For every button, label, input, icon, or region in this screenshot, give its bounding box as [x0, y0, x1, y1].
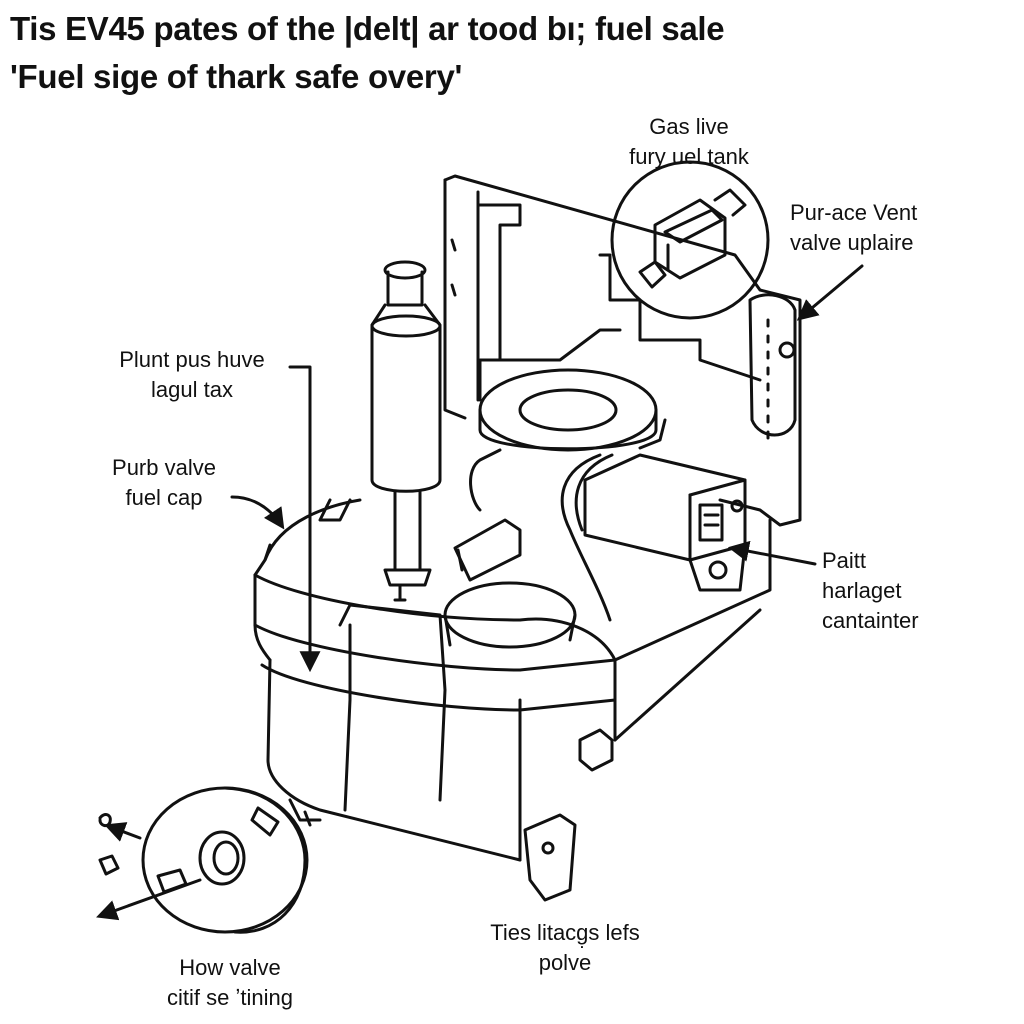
- vent-valve-zoom-circle: [610, 160, 770, 320]
- label-gas-line-l1: Gas live: [649, 114, 729, 139]
- label-purge-vent-l2: valve uplaire: [790, 230, 914, 255]
- label-plunt: Plunt pus huve lagul tax: [94, 345, 290, 405]
- leader-arrows: [96, 264, 864, 921]
- label-ties-l2: polve: [538, 950, 592, 975]
- label-ties-l1: Ties litacg̣s lefs: [490, 920, 640, 945]
- label-paitt: Paitt harlaget cantainter: [822, 546, 919, 636]
- diagram-title-line1: Tis EV45 pates of the |delt| ar tood bı;…: [10, 10, 725, 47]
- label-gas-line-l2: fury uel tank: [629, 144, 749, 169]
- diagram-title-line2: 'Fuel sige of thark safe overy': [10, 58, 463, 95]
- label-purb-valve: Purb valve fuel cap: [94, 453, 234, 513]
- label-how-valve-l1: How valve: [179, 955, 281, 980]
- back-bracket-panel: [443, 174, 802, 527]
- pump-box: [583, 453, 747, 592]
- label-paitt-l2: harlaget: [822, 578, 902, 603]
- label-purge-vent-l1: Pur‑ace Vent: [790, 200, 918, 225]
- filler-neck-cylinder: [370, 260, 442, 602]
- fuel-tank-body: [253, 498, 772, 862]
- top-ring: [469, 368, 667, 512]
- label-ties: Ties litacg̣s lefs polve: [460, 918, 670, 978]
- label-paitt-l1: Paitt: [822, 548, 867, 573]
- label-plunt-l2: lagul tax: [151, 377, 233, 402]
- label-purge-vent: Pur‑ace Vent valve uplaire: [790, 198, 917, 258]
- label-paitt-l3: cantainter: [822, 608, 919, 633]
- label-gas-line: Gas live fury uel tank: [604, 112, 774, 172]
- hoses: [453, 453, 614, 622]
- label-purb-valve-l1: Purb valve: [112, 455, 216, 480]
- mounting-clamps: [523, 728, 614, 902]
- label-how-valve-l2: citif se ʼtining: [167, 985, 293, 1010]
- label-purb-valve-l2: fuel cap: [125, 485, 203, 510]
- label-plunt-l1: Plunt pus huve: [119, 347, 265, 372]
- inner-bowl: [443, 581, 577, 649]
- valve-zoom-circle: [98, 786, 309, 934]
- label-how-valve: How valve citif se ʼtining: [130, 953, 330, 1013]
